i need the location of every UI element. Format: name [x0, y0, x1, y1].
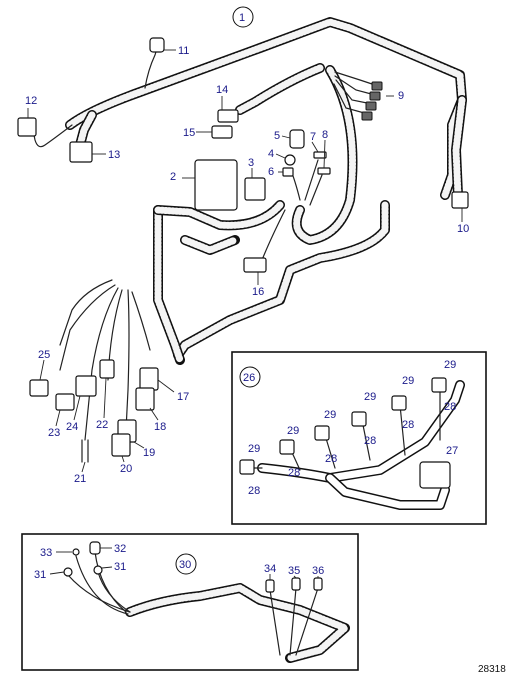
- connector-18: [135, 387, 155, 411]
- connector-12: [17, 117, 37, 137]
- injector-connector-29c: [314, 425, 330, 441]
- callout-28c: 28: [325, 453, 337, 465]
- terminal-7: [313, 151, 327, 159]
- connector-17: [139, 367, 159, 391]
- connector-10: [451, 191, 469, 209]
- connector-23: [55, 393, 75, 411]
- callout-18: 18: [154, 421, 166, 433]
- terminal-34: [265, 579, 275, 593]
- callout-27: 27: [446, 445, 458, 457]
- terminal-6: [282, 167, 294, 177]
- ring-terminal-31a: [63, 567, 73, 577]
- callout-circle-26: [239, 366, 261, 388]
- callout-circle-30: [175, 553, 197, 575]
- connector-3: [244, 177, 266, 201]
- ring-terminal-31b: [93, 565, 103, 575]
- callout-16: 16: [252, 286, 264, 298]
- callout-3: 3: [248, 157, 254, 169]
- callout-29c: 29: [324, 409, 336, 421]
- callout-19: 19: [143, 447, 155, 459]
- callout-13: 13: [108, 149, 120, 161]
- callout-7: 7: [310, 131, 316, 143]
- leader-lines-main: [27, 49, 463, 473]
- callout-1: 1: [239, 12, 245, 24]
- battery-harness-30: [63, 541, 350, 663]
- injector-connector-29a: [239, 459, 255, 475]
- callout-5: 5: [274, 130, 280, 142]
- callout-10: 10: [457, 223, 469, 235]
- terminal-36: [313, 577, 323, 591]
- callout-12: 12: [25, 95, 37, 107]
- callout-14: 14: [216, 84, 228, 96]
- callout-labels: 1 2 3 4 5 6 7 8 9 10 11 12 13 14 15 16 1…: [25, 6, 469, 581]
- callout-17: 17: [177, 391, 189, 403]
- callout-28a: 28: [248, 485, 260, 497]
- callout-28f: 28: [444, 401, 456, 413]
- leader-lines-inset: [49, 547, 319, 580]
- callout-29f: 29: [444, 359, 456, 371]
- callout-24: 24: [66, 421, 78, 433]
- callout-20: 20: [120, 463, 132, 475]
- callout-25: 25: [38, 349, 50, 361]
- callout-26: 26: [243, 372, 255, 384]
- fuse-9d: [361, 111, 373, 121]
- ring-terminal-4: [284, 154, 296, 166]
- reference-number: 28318: [478, 664, 506, 675]
- injector-connector-29d: [351, 411, 367, 427]
- terminal-cap-32: [89, 541, 101, 555]
- fuse-9a: [371, 81, 383, 91]
- connector-22: [99, 359, 115, 379]
- fuse-9b: [369, 91, 381, 101]
- callout-30: 30: [179, 559, 191, 571]
- callout-35: 35: [288, 565, 300, 577]
- connector-20: [111, 433, 131, 457]
- callout-4: 4: [268, 148, 274, 160]
- connector-13: [69, 141, 93, 163]
- callout-32: 32: [114, 543, 126, 555]
- connector-15: [211, 125, 233, 139]
- callout-21: 21: [74, 473, 86, 485]
- callout-8: 8: [322, 129, 328, 141]
- callout-23: 23: [48, 427, 60, 439]
- connector-27: [419, 461, 451, 489]
- callout-28e: 28: [402, 419, 414, 431]
- callout-31a: 31: [34, 569, 46, 581]
- connector-11: [149, 37, 165, 53]
- control-unit-2: [194, 159, 238, 211]
- callout-9: 9: [398, 90, 404, 102]
- callout-circle-1: [232, 6, 254, 28]
- callout-11: 11: [178, 45, 189, 57]
- callout-2: 2: [170, 171, 176, 183]
- callout-22: 22: [96, 419, 108, 431]
- main-harness: [17, 17, 469, 463]
- injector-connector-29b: [279, 439, 295, 455]
- callout-34: 34: [264, 563, 276, 575]
- callout-29e: 29: [402, 375, 414, 387]
- callout-15: 15: [183, 127, 195, 139]
- callout-6: 6: [268, 166, 274, 178]
- connector-24: [75, 375, 97, 397]
- fuse-9c: [365, 101, 377, 111]
- ring-terminal-33: [72, 548, 80, 556]
- callout-28d: 28: [364, 435, 376, 447]
- callout-31b: 31: [114, 561, 126, 573]
- callout-29d: 29: [364, 391, 376, 403]
- callout-29a: 29: [248, 443, 260, 455]
- callout-36: 36: [312, 565, 324, 577]
- connector-25: [29, 379, 49, 397]
- callout-29b: 29: [287, 425, 299, 437]
- injector-harness-26: [239, 377, 465, 510]
- injector-connector-29f: [431, 377, 447, 393]
- injector-connector-29e: [391, 395, 407, 411]
- terminal-35: [291, 577, 301, 591]
- terminal-cap-5: [289, 129, 305, 149]
- terminal-8: [317, 167, 331, 175]
- callout-33: 33: [40, 547, 52, 559]
- callout-28b: 28: [288, 467, 300, 479]
- connector-16: [243, 257, 267, 273]
- connector-14: [217, 109, 239, 123]
